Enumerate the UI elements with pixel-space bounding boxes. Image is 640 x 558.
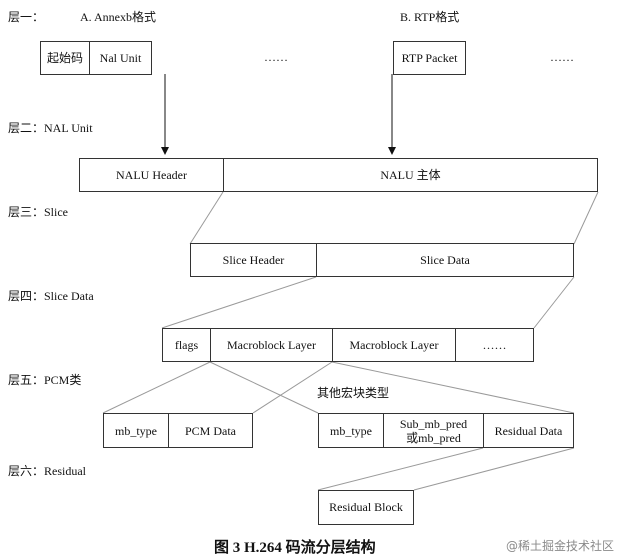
layer-2-label: 层二：NAL Unit <box>8 121 93 135</box>
annexb-ellipsis: …… <box>264 50 288 64</box>
expand-line-mb-to-pcm-right <box>252 361 333 414</box>
layer-1-label: 层一： <box>8 10 45 24</box>
rtp-packet-box: RTP Packet <box>393 41 466 75</box>
residual-data-cell: Residual Data <box>494 423 563 438</box>
layer-3-label: 层三：Slice <box>8 205 68 219</box>
annexb-row: 起始码 Nal Unit <box>40 41 152 75</box>
sub-mb-pred-line-1: Sub_mb_pred <box>399 416 468 431</box>
slicedata-row: flags Macroblock Layer Macroblock Layer … <box>162 328 534 362</box>
watermark: @稀土掘金技术社区 <box>506 539 615 553</box>
rtp-ellipsis: …… <box>550 50 574 64</box>
slice-row: Slice Header Slice Data <box>190 243 574 277</box>
sub-mb-pred-cell: Sub_mb_pred 或mb_pred <box>384 414 484 447</box>
nal-unit-cell: Nal Unit <box>99 51 142 65</box>
start-code-cell: 起始码 <box>41 42 90 74</box>
expand-line-residual-left <box>317 447 484 491</box>
expand-line-residual-right <box>413 447 575 491</box>
slice-data-cell: Slice Data <box>420 253 470 267</box>
format-label-rtp: B. RTP格式 <box>400 10 460 24</box>
layer-4-label: 层四：Slice Data <box>8 289 94 303</box>
expand-line-slice-right <box>533 276 575 329</box>
pcm-mb-type-cell: mb_type <box>104 414 169 447</box>
other-mb-row: mb_type Sub_mb_pred 或mb_pred Residual Da… <box>318 413 574 448</box>
nalu-header-cell: NALU Header <box>80 159 224 191</box>
other-mb-types-label: 其他宏块类型 <box>317 386 390 400</box>
pcm-data-cell: PCM Data <box>185 423 236 438</box>
sub-mb-pred-line-2: 或mb_pred <box>406 430 461 445</box>
nalu-body-cell: NALU 主体 <box>380 168 441 182</box>
slicedata-ellipsis-cell: …… <box>482 338 507 352</box>
nalu-row: NALU Header NALU 主体 <box>79 158 598 192</box>
slice-header-cell: Slice Header <box>191 244 317 276</box>
expand-line-nalu-left <box>189 191 224 245</box>
expand-line-mb-to-other-right <box>331 361 575 414</box>
other-mb-type-cell: mb_type <box>319 414 384 447</box>
macroblock-layer-cell-1: Macroblock Layer <box>211 329 333 361</box>
pcm-row: mb_type PCM Data <box>103 413 253 448</box>
expand-line-mb-to-pcm-left <box>102 361 211 414</box>
layer-5-label: 层五：PCM类 <box>8 373 82 387</box>
expand-line-mb-to-other-left <box>209 361 319 414</box>
figure-caption: 图 3 H.264 码流分层结构 <box>214 540 376 556</box>
expand-line-slice-left <box>161 276 317 329</box>
flags-cell: flags <box>163 329 211 361</box>
macroblock-layer-cell-2: Macroblock Layer <box>333 329 456 361</box>
layer-6-label: 层六：Residual <box>8 464 86 478</box>
format-label-annexb: A. Annexb格式 <box>80 10 156 24</box>
expand-line-nalu-right <box>573 191 599 245</box>
residual-block-box: Residual Block <box>318 490 414 525</box>
